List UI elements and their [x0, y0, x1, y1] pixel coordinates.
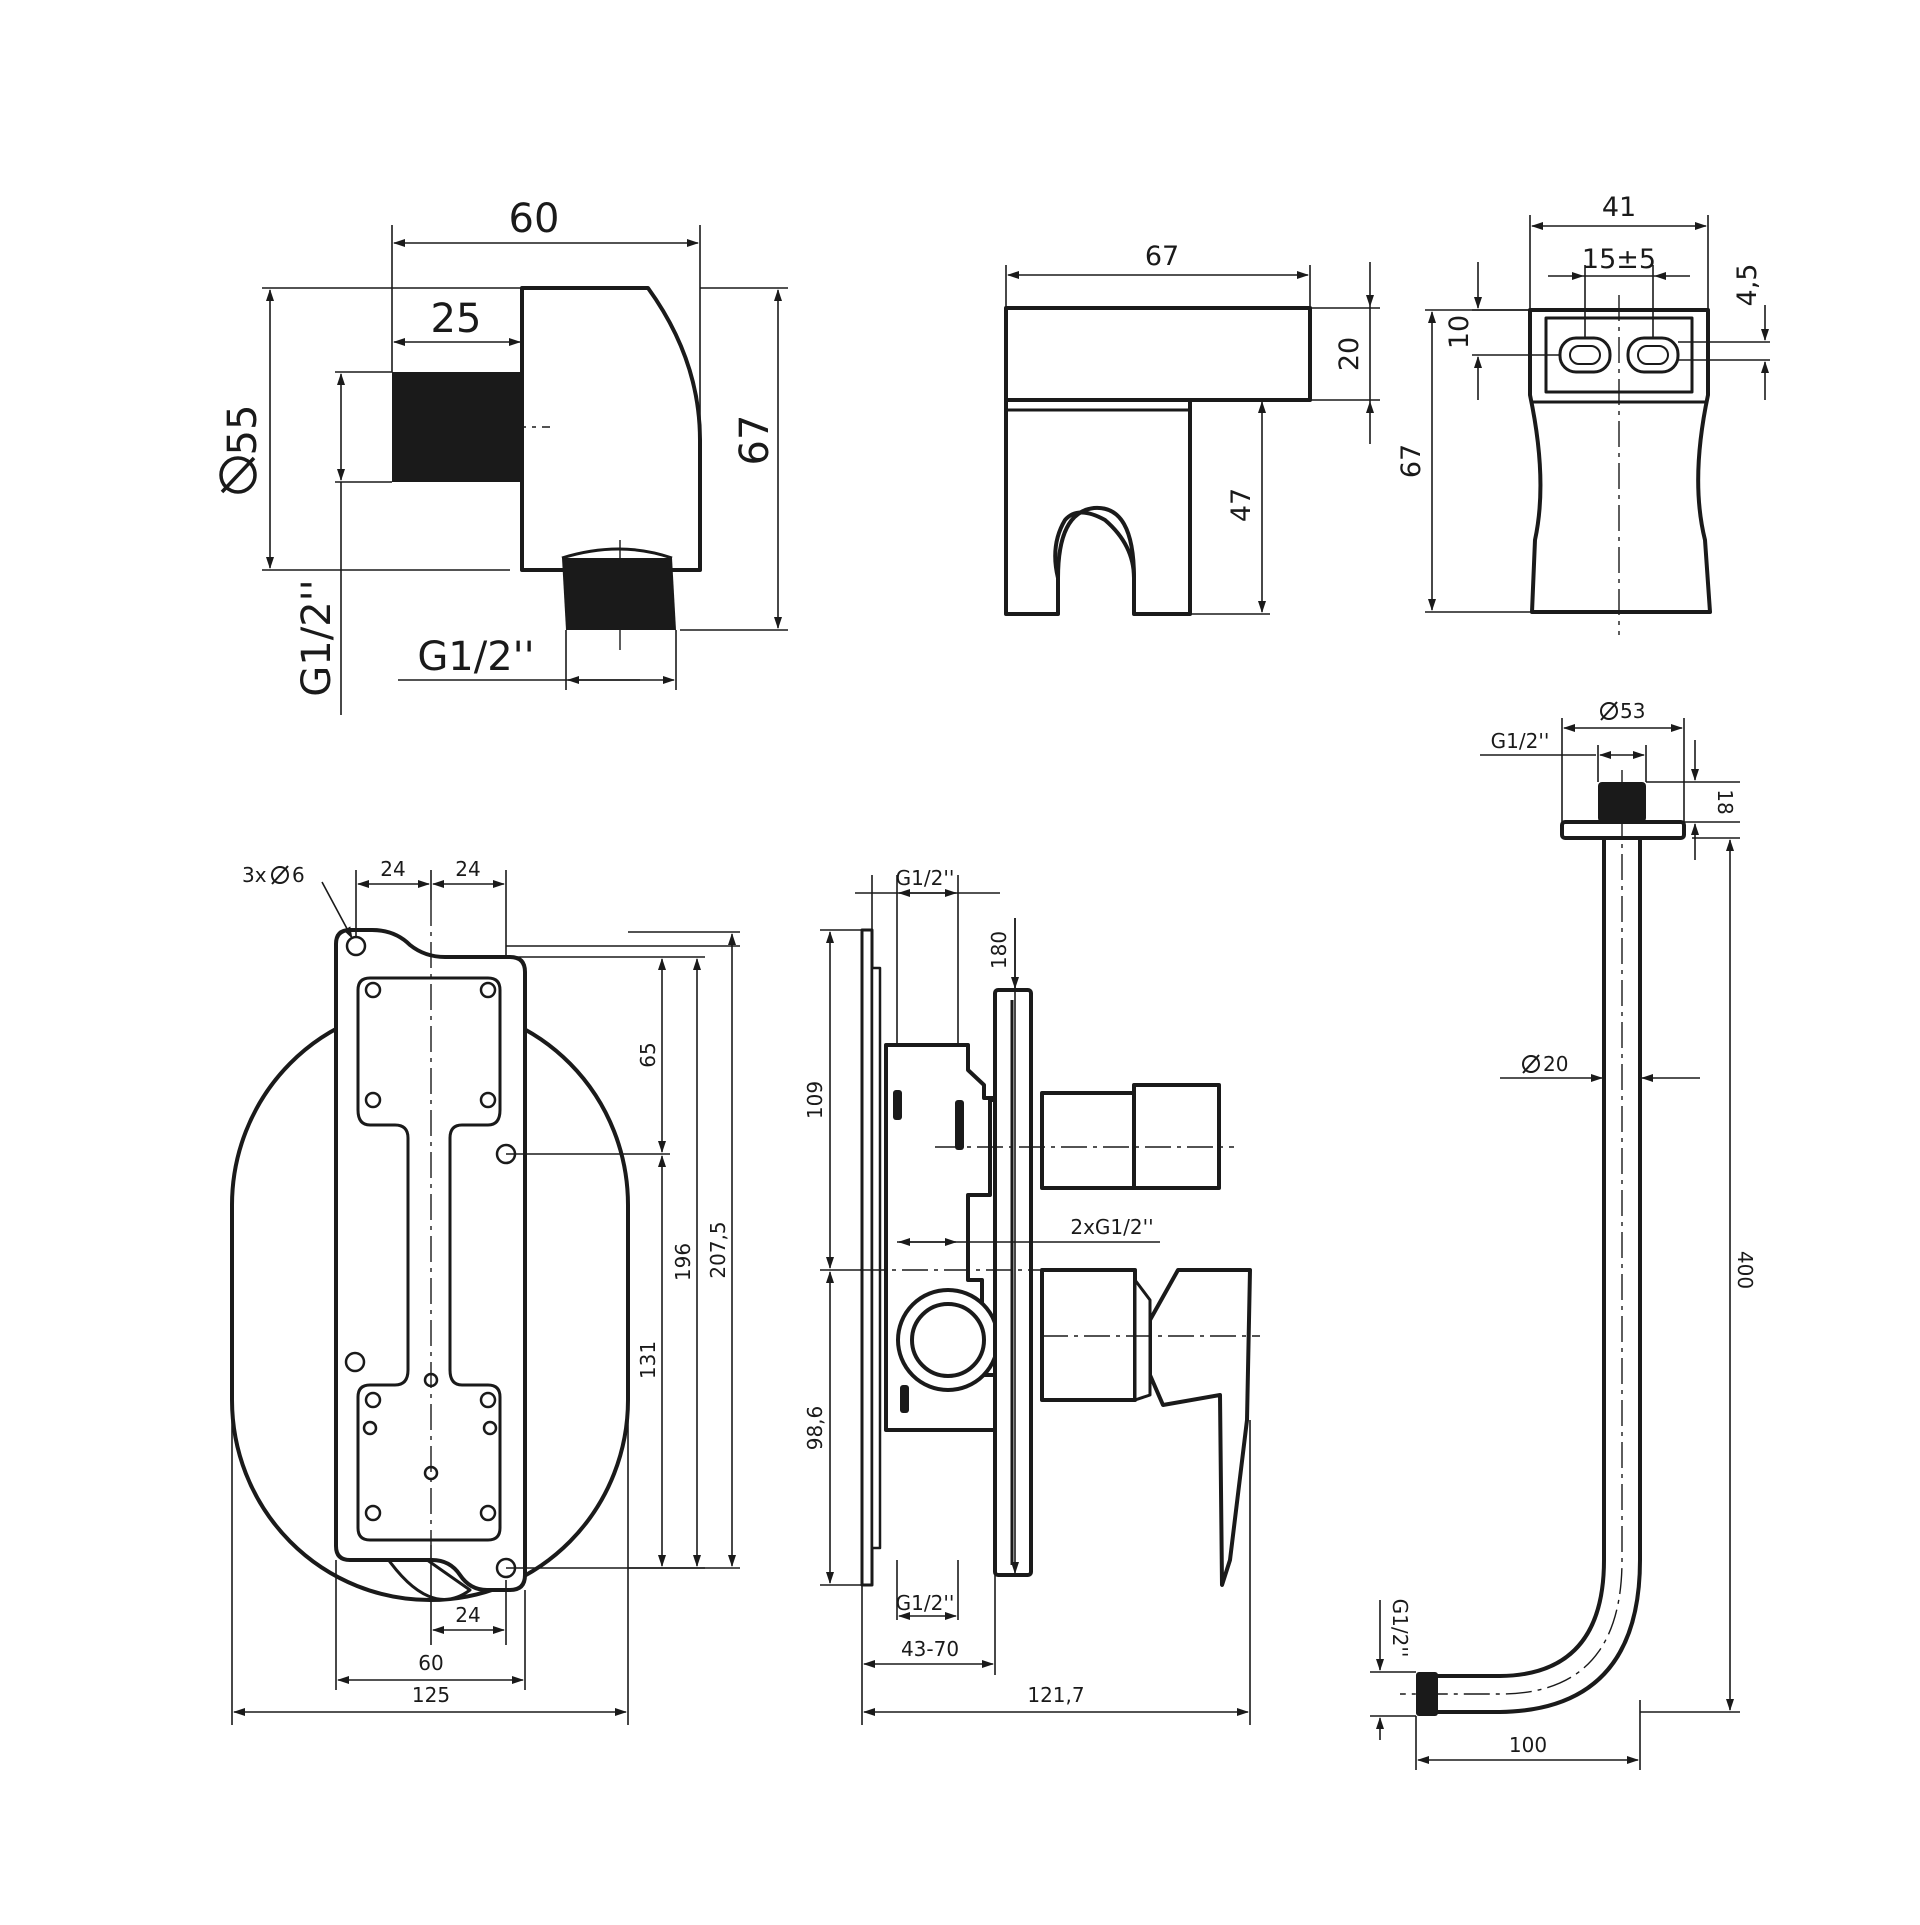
dim-60: 60 [509, 196, 560, 242]
dim-67-width: 67 [1145, 241, 1179, 272]
dim-67-height: 67 [1396, 444, 1427, 478]
svg-text:55: 55 [220, 405, 266, 456]
diameter-symbol-icon [1522, 1054, 1540, 1074]
dim-67: 67 [732, 415, 778, 466]
dim-24-bottom: 24 [455, 1603, 480, 1627]
holder-front-view: 41 15±5 4,5 10 67 [1396, 192, 1770, 635]
shower-arm-dimensions: 53 G1/2'' 18 400 20 [1370, 699, 1757, 1770]
mixer-mounting-holes [344, 935, 517, 1579]
dim-g12-arm-top: G1/2'' [1491, 729, 1550, 753]
diameter-symbol-icon [271, 865, 289, 885]
dim-diameter-55: 55 [219, 405, 266, 494]
dim-g12-top: G1/2'' [896, 866, 955, 890]
holder-front-body [1528, 295, 1712, 635]
diameter-symbol-icon [1600, 701, 1618, 721]
mixer-front-view: 24 24 3x 6 24 60 125 [230, 857, 740, 1725]
dim-18: 18 [1713, 789, 1737, 814]
dim-109: 109 [803, 1081, 827, 1119]
diameter-symbol-icon [219, 456, 257, 494]
dim-24-top-right: 24 [455, 857, 480, 881]
mixer-front-body [230, 900, 670, 1602]
dim-g12-bottom-mixer: G1/2'' [896, 1591, 955, 1615]
dim-100: 100 [1509, 1733, 1547, 1757]
holder-side-body [1004, 306, 1312, 616]
dim-60-plate: 60 [418, 1651, 443, 1675]
dim-15-pm-5: 15±5 [1582, 244, 1656, 275]
dim-diameter-53: 53 [1600, 699, 1645, 723]
dim-g12-bottom: G1/2'' [417, 634, 534, 680]
holder-front-dimensions: 41 15±5 4,5 10 67 [1396, 192, 1770, 613]
dim-g12-arm-end: G1/2'' [1388, 1599, 1412, 1658]
dim-65: 65 [636, 1042, 660, 1067]
shower-arm-view: 53 G1/2'' 18 400 20 [1370, 699, 1757, 1770]
dim-47: 47 [1226, 488, 1257, 522]
wall-outlet-dimensions: 60 25 55 67 G1/2'' [219, 196, 788, 715]
dim-10: 10 [1444, 315, 1475, 349]
dim-98-6: 98,6 [803, 1406, 827, 1451]
wall-outlet-body [392, 286, 702, 650]
mixer-side-body [860, 928, 1260, 1587]
mixer-front-dimensions: 24 24 3x 6 24 60 125 [231, 857, 740, 1725]
svg-text:53: 53 [1620, 699, 1645, 723]
dim-180: 180 [987, 931, 1011, 969]
holes-callout: 3x 6 [242, 863, 353, 939]
dim-g12-side: G1/2'' [294, 579, 340, 696]
dim-121-7: 121,7 [1027, 1683, 1084, 1707]
dim-207-5: 207,5 [706, 1221, 730, 1278]
holder-side-view: 67 20 47 [1004, 241, 1380, 616]
dim-131: 131 [636, 1341, 660, 1379]
svg-text:6: 6 [292, 863, 305, 887]
dim-20: 20 [1334, 337, 1365, 371]
holder-side-dimensions: 67 20 47 [1005, 241, 1380, 615]
dim-24-top-left: 24 [380, 857, 405, 881]
dim-25: 25 [431, 296, 482, 342]
dim-125: 125 [412, 1683, 450, 1707]
mixer-side-view: G1/2'' 180 109 98,6 2xG1/2'' G1/2'' 43-7… [803, 866, 1260, 1725]
mixer-side-dimensions: G1/2'' 180 109 98,6 2xG1/2'' G1/2'' 43-7… [803, 866, 1251, 1725]
dim-41: 41 [1602, 192, 1636, 223]
wall-outlet-view: 60 25 55 67 G1/2'' [219, 196, 788, 715]
dim-196: 196 [671, 1243, 695, 1281]
dim-2x-g12: 2xG1/2'' [1070, 1215, 1153, 1239]
dim-43-70: 43-70 [901, 1637, 959, 1661]
svg-text:20: 20 [1543, 1052, 1568, 1076]
shower-arm-body [1400, 770, 1686, 1716]
dim-400: 400 [1733, 1251, 1757, 1289]
dim-4-5: 4,5 [1732, 264, 1763, 307]
svg-text:3x: 3x [242, 863, 267, 887]
dim-diameter-20: 20 [1522, 1052, 1568, 1076]
